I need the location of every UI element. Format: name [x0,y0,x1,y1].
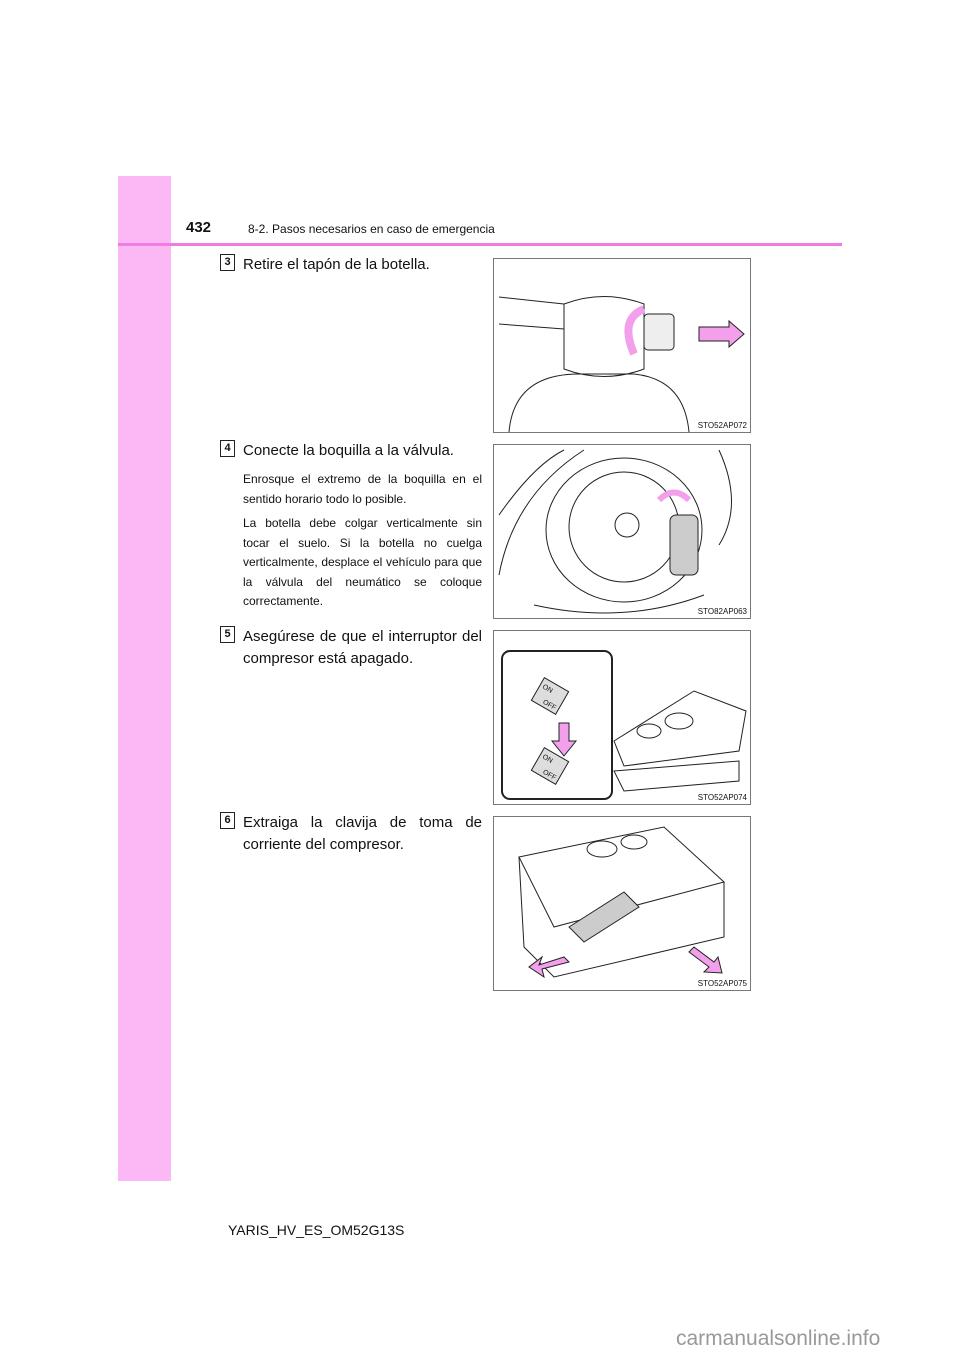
figure-compressor-switch: ON OFF ON OFF STO52AP074 [493,630,751,805]
step-title: Conecte la boquilla a la válvula. [243,442,454,459]
step-number: 4 [220,440,235,457]
step-number: 6 [220,812,235,829]
bottle-cap-illustration [498,296,745,432]
compressor-plug-illustration [518,826,726,979]
step-6: 6 Extraiga la clavija de toma de corrien… [220,812,482,856]
figure-connect-nozzle: STO82AP063 [493,444,751,619]
step-3: 3 Retire el tapón de la botella. [220,254,482,276]
step-title: Asegúrese de que el interruptor del comp… [243,628,482,667]
step-number: 3 [220,254,235,271]
step-title: Extraiga la clavija de toma de corriente… [243,814,482,853]
switch-label-on: ON [541,754,554,765]
figure-code: STO52AP075 [697,979,747,988]
document-code: YARIS_HV_ES_OM52G13S [228,1222,405,1238]
figure-unplug-compressor: STO52AP075 [493,816,751,991]
step-5: 5 Asegúrese de que el interruptor del co… [220,626,482,670]
section-title: 8-2. Pasos necesarios en caso de emergen… [248,222,495,236]
figure-code: STO52AP074 [697,793,747,802]
step-title: Retire el tapón de la botella. [243,256,430,273]
wheel-bottle-illustration [498,449,732,614]
compressor-switch-illustration: ON OFF ON OFF [501,650,747,800]
switch-label-on: ON [541,684,554,695]
step-number: 5 [220,626,235,643]
step-4: 4 Conecte la boquilla a la válvula. Enro… [220,440,482,612]
watermark: carmanualsonline.info [676,1327,881,1350]
figure-code: STO82AP063 [697,607,747,616]
chapter-sidebar-tab [118,176,171,1181]
step-paragraph: Enrosque el extremo de la boquilla en el… [243,472,482,506]
page-number: 432 [186,219,212,236]
header-rule [118,243,842,246]
figure-remove-cap: STO52AP072 [493,258,751,433]
figure-code: STO52AP072 [697,421,747,430]
step-paragraph: La botella debe colgar verticalmente sin… [243,516,482,608]
